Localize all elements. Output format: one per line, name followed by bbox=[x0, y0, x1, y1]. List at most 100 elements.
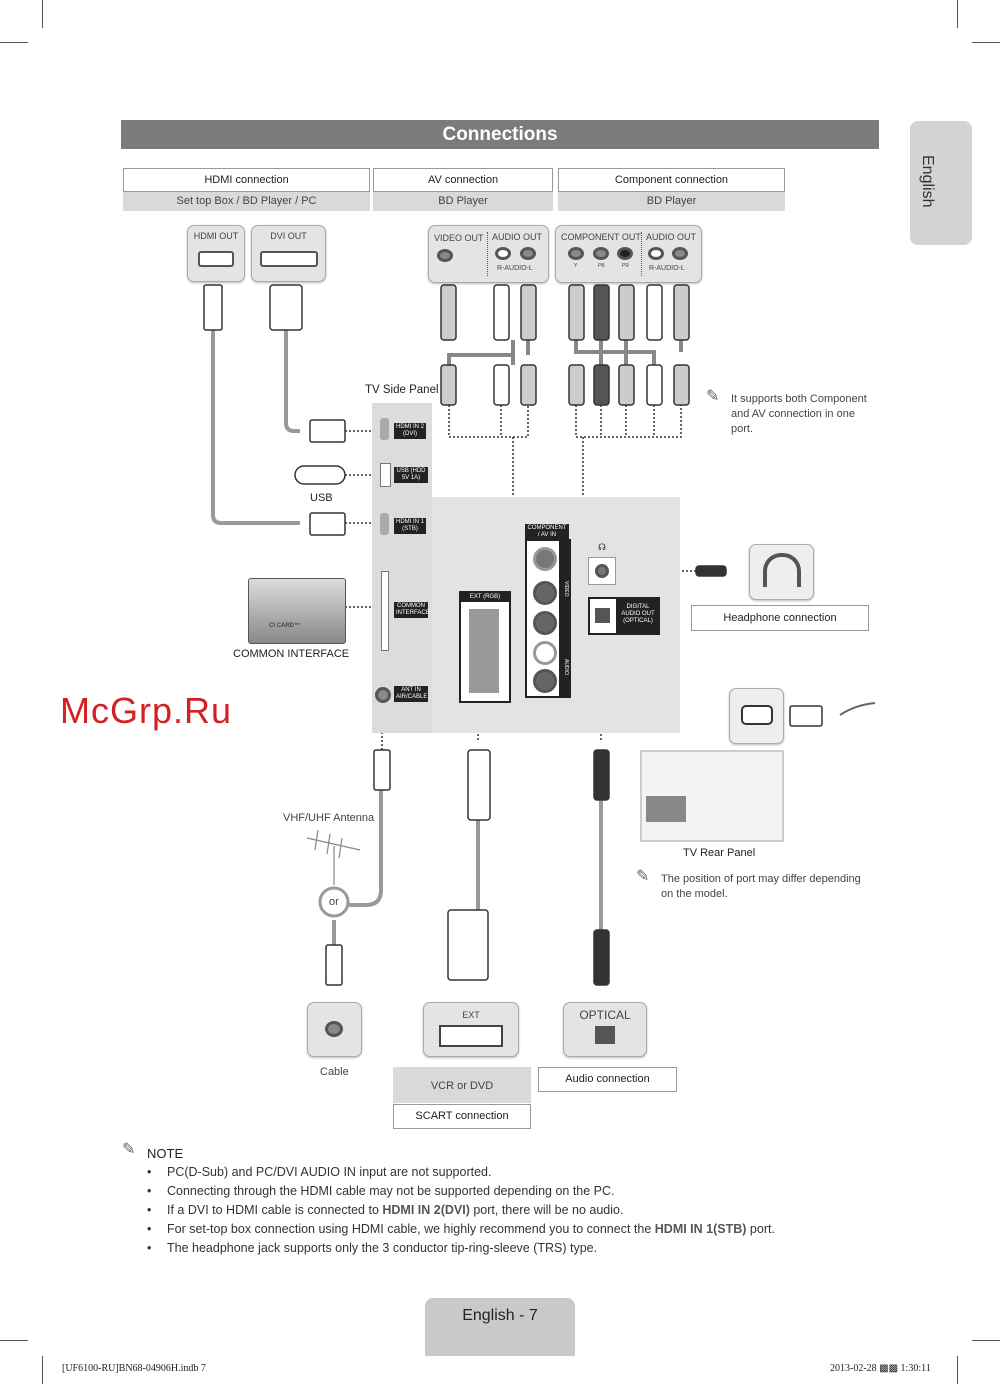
port-area bbox=[646, 796, 686, 822]
ext-rgb-scart-port[interactable]: EXT (RGB) bbox=[459, 591, 511, 703]
cable-label: Cable bbox=[320, 1066, 349, 1078]
av-out-ports: VIDEO OUT AUDIO OUT R-AUDIO-L bbox=[428, 225, 549, 283]
pr-label: PR bbox=[622, 263, 629, 269]
antenna-cable bbox=[345, 790, 383, 907]
component-av-note: It supports both Component and AV connec… bbox=[731, 393, 867, 435]
label-strip bbox=[559, 541, 569, 696]
ci-tag: COMMON INTERFACE bbox=[394, 602, 430, 618]
hdmi1-tag: HDMI IN 1 (STB) bbox=[394, 518, 426, 534]
headphone-icon bbox=[762, 553, 801, 587]
hdmi-port-icon bbox=[198, 251, 234, 267]
video-out-label: VIDEO OUT bbox=[434, 233, 484, 243]
crop-mark bbox=[957, 1356, 958, 1384]
hdmi-out-port: HDMI OUT bbox=[187, 225, 245, 282]
jack-hole bbox=[595, 564, 609, 578]
video-jack-icon bbox=[437, 249, 453, 262]
headphone-jack[interactable] bbox=[588, 557, 616, 585]
r-audio-l-label: R-AUDIO-L bbox=[649, 265, 685, 272]
crop-mark bbox=[0, 42, 28, 43]
power-plug-icon bbox=[789, 705, 823, 727]
page-title: Connections bbox=[121, 120, 879, 149]
pb-label: PB bbox=[598, 263, 605, 269]
note-item: •Connecting through the HDMI cable may n… bbox=[147, 1184, 615, 1198]
note-item: •For set-top box connection using HDMI c… bbox=[147, 1222, 775, 1236]
power-cord bbox=[839, 702, 876, 716]
av-connection-header: AV connection bbox=[373, 168, 553, 192]
hdmi-plug-icon bbox=[203, 284, 223, 331]
dvi-plug-icon bbox=[269, 284, 303, 331]
ci-card-label: CI CARD™ bbox=[269, 623, 300, 629]
note-item: •PC(D-Sub) and PC/DVI AUDIO IN input are… bbox=[147, 1165, 492, 1179]
optical-out-port[interactable]: DIGITAL AUDIO OUT (OPTICAL) bbox=[588, 597, 660, 635]
footer-file: [UF6100-RU]BN68-04906H.indb 7 bbox=[62, 1363, 206, 1374]
audio-out-label: AUDIO OUT bbox=[492, 232, 543, 242]
component-pb-jack-icon bbox=[593, 247, 609, 260]
tv-rear-panel-ports: COMPONENT / AV IN VIDEO AUDIO EXT (RGB) … bbox=[432, 497, 680, 733]
component-connection-header: Component connection bbox=[558, 168, 785, 192]
audio-jack-white-icon bbox=[648, 247, 664, 260]
ext-label: EXT bbox=[462, 1010, 480, 1020]
audio-out-label: AUDIO OUT bbox=[646, 232, 697, 242]
video-jack[interactable] bbox=[533, 547, 557, 571]
crop-mark bbox=[972, 1340, 1000, 1341]
optical-plug-icon bbox=[593, 929, 610, 986]
or-circle bbox=[318, 886, 350, 918]
usb-tag: USB (HDD 5V 1A) bbox=[394, 467, 428, 483]
audio-r-jack[interactable] bbox=[533, 669, 557, 693]
audio-jack-white-icon bbox=[495, 247, 511, 260]
note-item: •The headphone jack supports only the 3 … bbox=[147, 1241, 598, 1255]
optical-plug-icon bbox=[593, 749, 610, 801]
hdmi2-port[interactable] bbox=[380, 418, 389, 440]
scart-pins bbox=[469, 609, 499, 693]
ant-in-port[interactable] bbox=[375, 687, 391, 703]
ext-rgb-tag: EXT (RGB) bbox=[461, 593, 509, 602]
page-number: English - 7 bbox=[462, 1307, 538, 1324]
ci-card-image: CI CARD™ bbox=[248, 578, 346, 644]
page-number-tab: English - 7 bbox=[425, 1298, 575, 1356]
coax-plug-icon bbox=[373, 749, 391, 791]
port-position-note: The position of port may differ dependin… bbox=[661, 873, 861, 900]
pencil-note-icon: ✎ bbox=[636, 868, 650, 885]
hdmi1-port[interactable] bbox=[380, 513, 389, 535]
component-pr-jack-icon bbox=[617, 247, 633, 260]
or-label: or bbox=[329, 896, 339, 908]
crop-mark bbox=[972, 42, 1000, 43]
scart-plug-icon bbox=[447, 909, 489, 981]
coax-jack-icon bbox=[325, 1021, 343, 1037]
tv-rear-panel-label: TV Rear Panel bbox=[683, 847, 756, 859]
optical-tag: DIGITAL AUDIO OUT (OPTICAL) bbox=[621, 604, 655, 624]
dvi-out-label: DVI OUT bbox=[270, 231, 307, 241]
component-y-jack-icon bbox=[568, 247, 584, 260]
antenna-icon bbox=[306, 829, 361, 885]
component-av-tag: COMPONENT / AV IN bbox=[525, 524, 569, 540]
ext-port: EXT bbox=[423, 1002, 519, 1057]
language-tab-label: English bbox=[919, 155, 936, 208]
audio-jack-red-icon bbox=[520, 247, 536, 260]
common-interface-slot[interactable] bbox=[381, 571, 389, 651]
optical-port-icon bbox=[595, 1026, 615, 1044]
cable-port bbox=[307, 1002, 362, 1057]
headphone-connection-label: Headphone connection bbox=[691, 605, 869, 631]
dvi-port-icon bbox=[259, 251, 318, 267]
pr-jack[interactable] bbox=[533, 611, 557, 635]
rca-splitters bbox=[447, 340, 683, 365]
headphone-symbol-icon: ☊ bbox=[598, 542, 606, 552]
crop-mark bbox=[957, 0, 958, 28]
usb-port[interactable] bbox=[380, 463, 391, 487]
scart-plug-icon bbox=[467, 749, 491, 821]
pb-jack[interactable] bbox=[533, 581, 557, 605]
note-heading: NOTE bbox=[147, 1146, 184, 1161]
common-interface-label: COMMON INTERFACE bbox=[233, 648, 350, 660]
tv-side-panel: HDMI IN 2 (DVI) USB (HDD 5V 1A) HDMI IN … bbox=[372, 403, 432, 733]
footer-date: 2013-02-28 ▩▩ 1:30:11 bbox=[830, 1363, 931, 1374]
video-label: VIDEO bbox=[563, 581, 569, 597]
language-tab: English bbox=[910, 121, 972, 245]
audio-l-jack[interactable] bbox=[533, 641, 557, 665]
component-out-ports: COMPONENT OUT AUDIO OUT Y PB PR R-AUDIO-… bbox=[555, 225, 702, 283]
crop-mark bbox=[42, 0, 43, 28]
hdmi2-tag: HDMI IN 2 (DVI) bbox=[394, 423, 426, 439]
component-connection-subtitle: BD Player bbox=[558, 192, 785, 211]
scart-port-icon bbox=[439, 1025, 503, 1047]
divider bbox=[641, 232, 642, 276]
